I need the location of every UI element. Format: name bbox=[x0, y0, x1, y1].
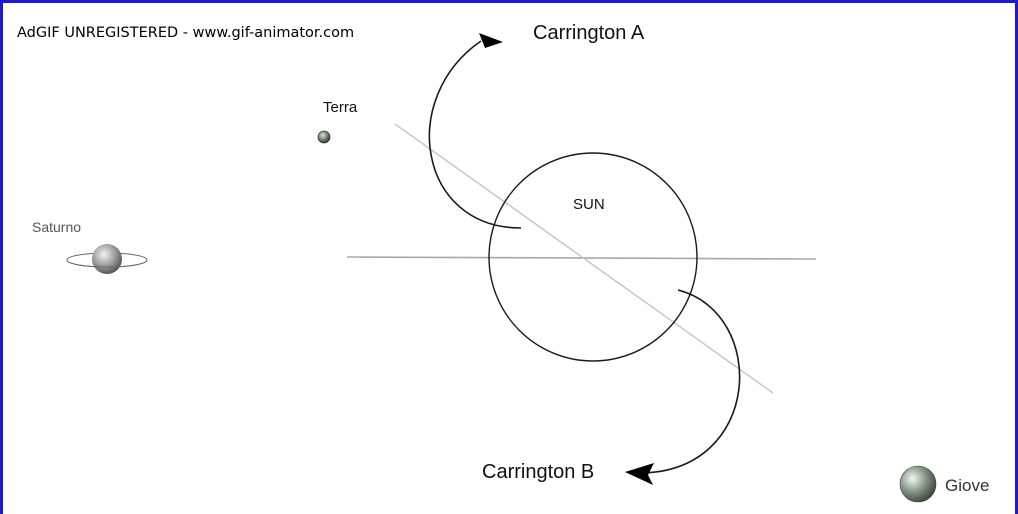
carrington-b-arrowhead-icon bbox=[625, 463, 654, 485]
giove-label: Giove bbox=[945, 476, 989, 495]
horizontal-axis-line bbox=[346, 256, 817, 260]
carrington-b-label: Carrington B bbox=[482, 461, 594, 483]
giove-icon bbox=[899, 465, 937, 503]
watermark-text: AdGIF UNREGISTERED - www.gif-animator.co… bbox=[17, 25, 355, 41]
carrington-diagram: SUN Carrington A Carrington B Terra Satu… bbox=[32, 22, 989, 503]
saturno-label: Saturno bbox=[32, 219, 81, 235]
sun-circle bbox=[488, 152, 698, 362]
terra-label: Terra bbox=[323, 99, 358, 116]
rotation-axis-line bbox=[394, 123, 774, 394]
terra-icon bbox=[317, 130, 331, 144]
saturno-icon bbox=[66, 244, 148, 274]
sun-label: SUN bbox=[573, 196, 605, 213]
carrington-a-arrowhead-icon bbox=[479, 33, 503, 48]
carrington-b-arrow bbox=[638, 289, 741, 474]
carrington-a-label: Carrington A bbox=[533, 22, 645, 44]
carrington-a-arrow bbox=[428, 40, 522, 229]
